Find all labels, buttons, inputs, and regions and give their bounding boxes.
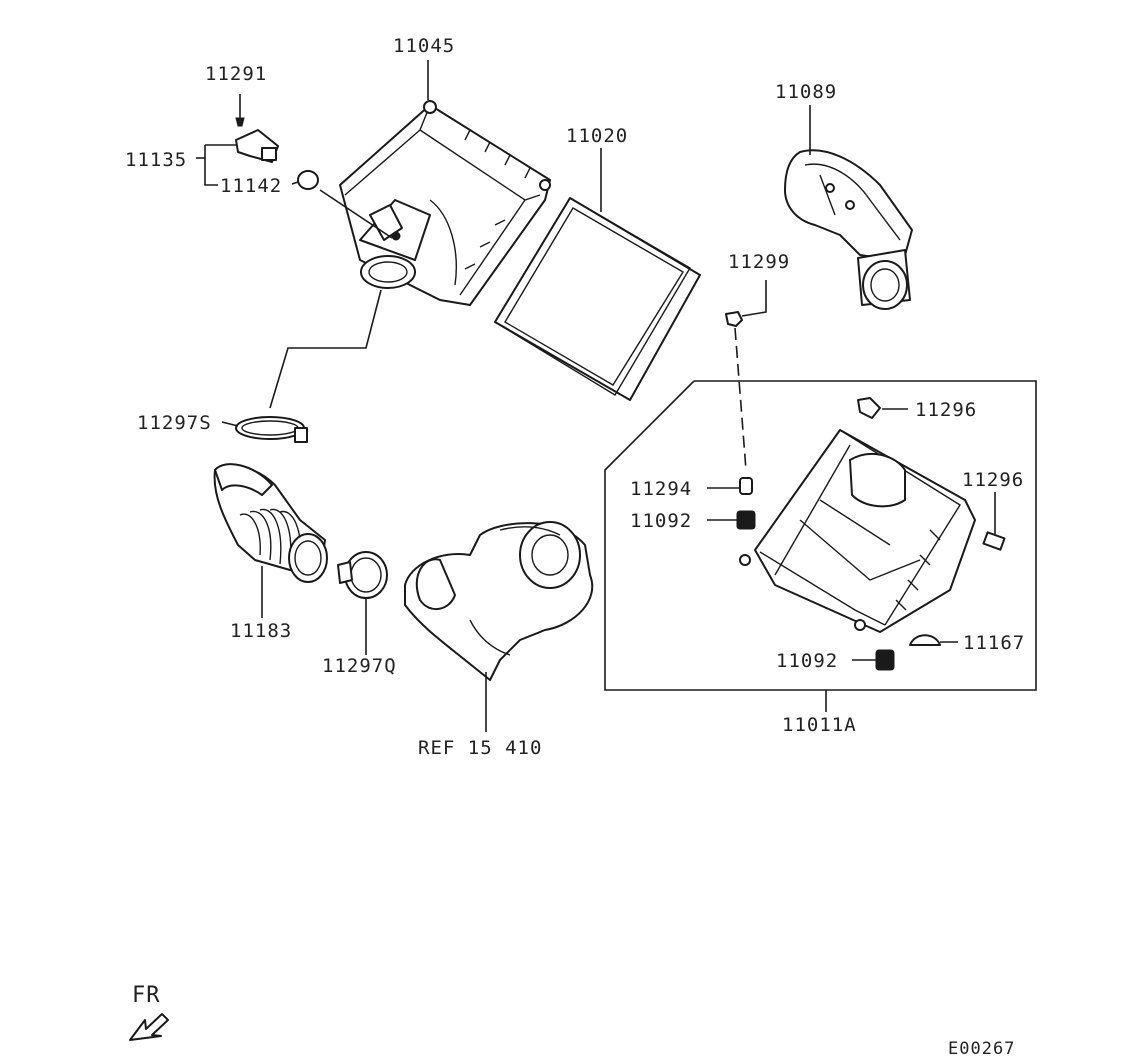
label-11183: 11183 xyxy=(230,620,292,642)
air-intake-hose xyxy=(213,463,328,583)
bolt-11299 xyxy=(725,311,747,471)
label-11299: 11299 xyxy=(728,251,790,273)
label-11020: 11020 xyxy=(566,125,628,147)
label-11297S: 11297S xyxy=(137,412,212,434)
o-ring xyxy=(297,170,319,190)
label-11291: 11291 xyxy=(205,63,267,85)
hose-clamp-q xyxy=(337,551,388,599)
label-11135: 11135 xyxy=(125,149,187,171)
label-11092-upper: 11092 xyxy=(630,510,692,532)
hose-clamp-s xyxy=(235,416,308,443)
label-11297Q: 11297Q xyxy=(322,655,397,677)
grommet-lower xyxy=(875,649,895,671)
air-cleaner-cover xyxy=(339,100,551,306)
washer-11167 xyxy=(909,634,941,646)
label-11294: 11294 xyxy=(630,478,692,500)
label-11167: 11167 xyxy=(963,632,1025,654)
intake-duct xyxy=(784,149,913,310)
label-11045: 11045 xyxy=(393,35,455,57)
group-outline xyxy=(604,380,1037,691)
figure-code: E00267 xyxy=(948,1039,1015,1059)
label-ref: REF 15 410 xyxy=(418,737,542,759)
label-11089: 11089 xyxy=(775,81,837,103)
label-11142: 11142 xyxy=(220,175,282,197)
label-11092-lower: 11092 xyxy=(776,650,838,672)
leader-lines xyxy=(196,60,996,732)
air-filter-element xyxy=(494,197,701,401)
label-11296-side: 11296 xyxy=(962,469,1024,491)
clip-top xyxy=(857,397,881,419)
label-11011A: 11011A xyxy=(782,714,857,736)
mount-bolt xyxy=(235,94,245,127)
collar-11294 xyxy=(739,477,753,495)
label-fr: FR xyxy=(132,983,161,1008)
label-11296-top: 11296 xyxy=(915,399,977,421)
pin-side xyxy=(982,531,1006,551)
air-cleaner-lower-case xyxy=(739,429,976,633)
airflow-sensor xyxy=(235,129,279,163)
grommet-upper xyxy=(736,510,756,530)
turbocharger-reference xyxy=(404,521,594,681)
front-direction-arrow-icon xyxy=(129,1013,169,1041)
